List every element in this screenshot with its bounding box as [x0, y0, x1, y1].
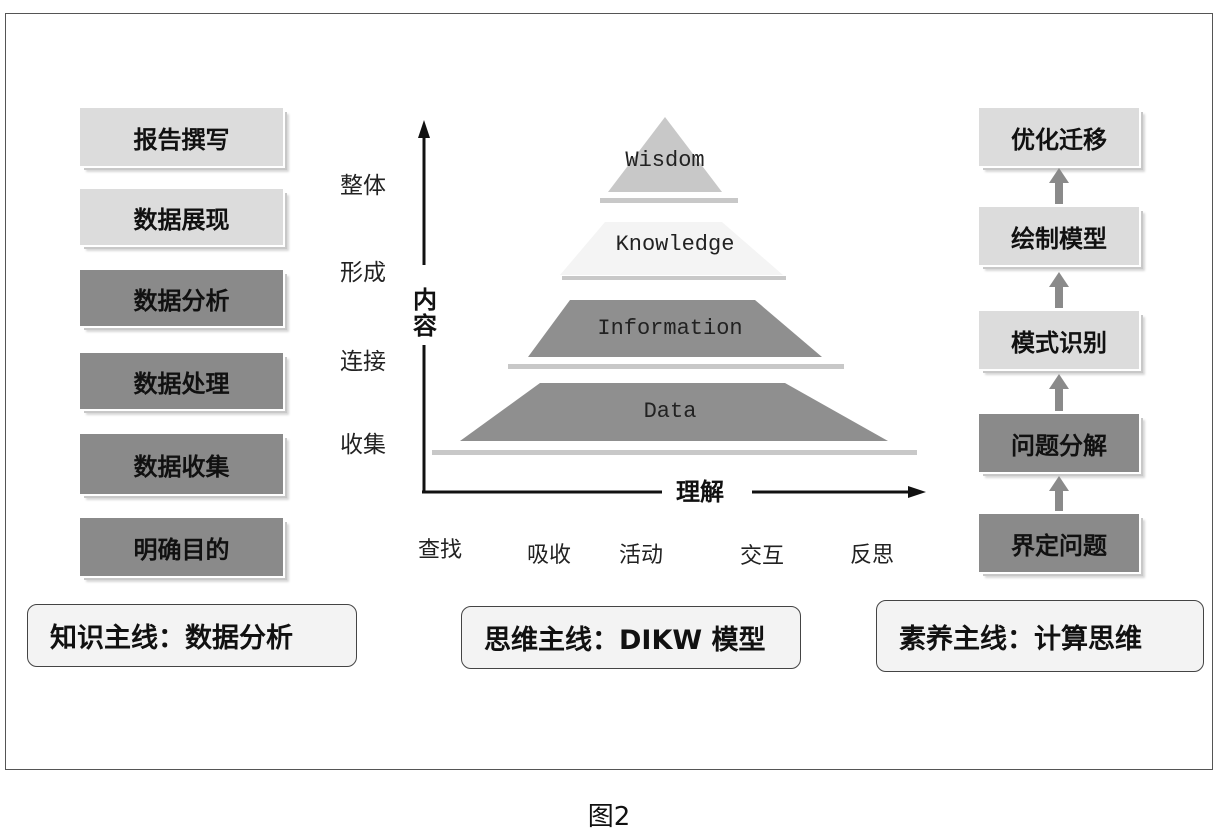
- left-step-collect: 数据收集: [80, 434, 283, 494]
- y-axis-label: 内容: [412, 286, 438, 340]
- data-base-strip: [432, 450, 917, 455]
- knowledge-layer: [560, 222, 783, 275]
- right-step-decompose: 问题分解: [979, 414, 1139, 472]
- data-layer: [460, 383, 888, 441]
- left-step-analyze: 数据分析: [80, 270, 283, 326]
- information-layer: [528, 300, 822, 357]
- x-level-activity: 活动: [619, 543, 664, 568]
- y-axis-arrowhead: [418, 120, 430, 138]
- wisdom-label: Wisdom: [625, 148, 705, 173]
- knowledge-mainline-label: 知识主线：数据分析: [27, 604, 357, 667]
- wisdom-base-strip: [600, 198, 738, 203]
- left-step-purpose: 明确目的: [80, 518, 283, 576]
- knowledge-label: Knowledge: [615, 232, 735, 257]
- left-step-present: 数据展现: [80, 189, 283, 245]
- x-level-reflect: 反思: [850, 543, 895, 568]
- x-level-search: 查找: [418, 538, 463, 563]
- y-level-form: 形成: [340, 260, 386, 286]
- right-step-pattern: 模式识别: [979, 311, 1139, 369]
- information-base-strip: [508, 364, 844, 369]
- up-arrow-icon: [1049, 476, 1069, 511]
- up-arrow-icon: [1049, 272, 1069, 308]
- x-axis-arrowhead: [908, 486, 926, 498]
- thinking-mainline-label: 思维主线：DIKW 模型: [461, 606, 801, 669]
- left-step-process: 数据处理: [80, 353, 283, 409]
- literacy-mainline-label: 素养主线：计算思维: [876, 600, 1204, 672]
- data-label: Data: [643, 399, 697, 424]
- figure-frame: [5, 13, 1213, 770]
- x-axis-label: 理解: [670, 472, 730, 507]
- right-step-model: 绘制模型: [979, 207, 1139, 265]
- right-step-define: 界定问题: [979, 514, 1139, 572]
- information-label: Information: [597, 316, 743, 341]
- figure-caption: 图2: [587, 802, 631, 832]
- knowledge-base-strip: [562, 276, 786, 280]
- y-level-whole: 整体: [340, 173, 386, 199]
- x-level-absorb: 吸收: [527, 543, 572, 568]
- left-step-report: 报告撰写: [80, 108, 283, 166]
- up-arrow-icon: [1049, 374, 1069, 411]
- right-step-optimize: 优化迁移: [979, 108, 1139, 166]
- up-arrow-icon: [1049, 168, 1069, 204]
- y-level-collect: 收集: [340, 432, 386, 458]
- y-level-connect: 连接: [340, 349, 386, 375]
- wisdom-layer: [608, 117, 722, 192]
- x-level-interact: 交互: [740, 544, 785, 569]
